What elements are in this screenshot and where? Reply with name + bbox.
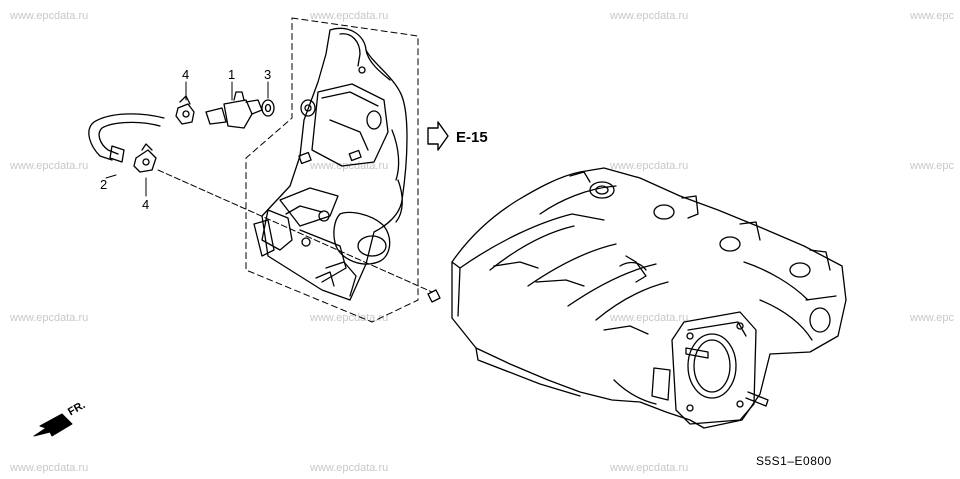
hose-clamp-lower	[133, 143, 157, 173]
watermark: www.epc	[910, 10, 955, 22]
intake-manifold	[451, 167, 847, 429]
manifold-port	[427, 289, 441, 303]
dashed-enclosure	[245, 17, 419, 323]
watermark: www.epcdata.ru	[610, 312, 689, 324]
watermark: www.epcdata.ru	[10, 10, 89, 22]
reference-label: E-15	[456, 129, 488, 146]
callout-part-2: 2	[100, 177, 108, 192]
reference-arrow-icon	[427, 121, 449, 151]
hose-clamp-upper	[175, 95, 195, 125]
watermark: www.epcdata.ru	[610, 160, 689, 172]
watermark: www.epcdata.ru	[610, 10, 689, 22]
watermark: www.epcdata.ru	[310, 10, 389, 22]
intake-bracket	[253, 27, 408, 301]
leader-part-2	[105, 174, 117, 179]
vacuum-line	[157, 169, 433, 293]
watermark: www.epcdata.ru	[310, 462, 389, 474]
watermark: www.epcdata.ru	[10, 462, 89, 474]
callout-part-1: 1	[228, 67, 236, 82]
callout-part-3: 3	[264, 67, 272, 82]
throttle-body	[651, 311, 769, 425]
diagram-code: S5S1–E0800	[756, 454, 832, 468]
watermark: www.epc	[910, 312, 955, 324]
sealing-washer	[261, 99, 275, 117]
front-direction-arrow-icon	[33, 413, 73, 437]
watermark: www.epc	[910, 160, 955, 172]
hose	[88, 113, 165, 163]
callout-part-4: 4	[182, 67, 190, 82]
pcv-valve	[205, 91, 263, 129]
watermark: www.epcdata.ru	[10, 160, 89, 172]
watermark: www.epcdata.ru	[610, 462, 689, 474]
callout-part-4: 4	[142, 197, 150, 212]
watermark: www.epcdata.ru	[10, 312, 89, 324]
